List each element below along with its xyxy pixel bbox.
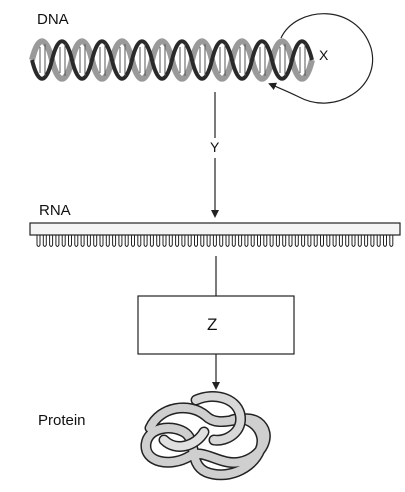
rna-base <box>168 235 173 247</box>
rna-base <box>194 235 198 247</box>
rna-base <box>36 235 41 247</box>
rna-base <box>99 235 104 247</box>
rna-base <box>175 235 180 247</box>
rna-base <box>42 235 47 247</box>
rna-base <box>294 235 299 247</box>
rna-base <box>263 235 268 247</box>
dna-base-pairs <box>39 44 306 76</box>
rna-label: RNA <box>39 202 71 219</box>
rna-base <box>376 235 381 247</box>
rna-base <box>313 235 318 247</box>
rna-base <box>282 235 287 247</box>
rna-base <box>225 235 230 247</box>
rna-base <box>212 235 217 247</box>
rna-base <box>326 235 331 247</box>
rna-base <box>389 235 394 247</box>
rna-base <box>143 235 148 247</box>
rna-base <box>61 235 66 247</box>
rna-base <box>124 235 129 247</box>
rna-base <box>301 235 306 247</box>
rna-base <box>288 235 293 247</box>
dna-label: DNA <box>37 11 69 28</box>
rna-base <box>364 235 369 247</box>
rna-base <box>244 235 249 247</box>
rna-base <box>370 235 375 247</box>
rna-base <box>351 235 356 247</box>
rna-base <box>269 235 274 247</box>
rna-backbone <box>29 222 401 236</box>
rna-base <box>137 235 142 247</box>
rna-base <box>383 235 387 247</box>
rna-base <box>357 235 362 247</box>
rna-base <box>74 235 79 247</box>
dna-helix <box>29 38 315 82</box>
rna-base <box>206 235 211 247</box>
protein-structure <box>140 391 271 481</box>
rna-base <box>275 235 280 247</box>
translation-box <box>137 295 295 355</box>
rna-base <box>181 235 186 247</box>
rna-base <box>238 235 243 247</box>
rna-base <box>55 235 60 247</box>
rna-base <box>345 235 350 247</box>
rna-base <box>307 235 312 247</box>
rna-base <box>86 235 91 247</box>
rna-base <box>80 235 85 247</box>
rna-base <box>250 235 255 247</box>
rna-base <box>156 235 161 247</box>
rna-base <box>219 235 224 247</box>
process-z-label: Z <box>207 315 218 334</box>
rna-base <box>93 235 98 247</box>
rna-base <box>112 235 117 247</box>
rna-bases <box>36 235 394 247</box>
rna-base <box>149 235 154 247</box>
process-x-label: X <box>319 47 329 63</box>
process-y-label: Y <box>210 139 220 155</box>
rna-base <box>105 235 110 247</box>
rna-base <box>338 235 343 247</box>
rna-base <box>332 235 337 247</box>
rna-base <box>162 235 167 247</box>
protein-label: Protein <box>38 412 86 429</box>
rna-strand <box>29 222 401 247</box>
rna-base <box>320 235 324 247</box>
rna-base <box>200 235 205 247</box>
replication-loop-arrow <box>268 13 374 104</box>
rna-base <box>231 235 236 247</box>
rna-base <box>131 235 135 247</box>
rna-base <box>49 235 54 247</box>
rna-base <box>257 235 261 247</box>
rna-base <box>68 235 72 247</box>
rna-base <box>118 235 123 247</box>
dna-strand-front <box>30 39 314 81</box>
rna-base <box>187 235 192 247</box>
